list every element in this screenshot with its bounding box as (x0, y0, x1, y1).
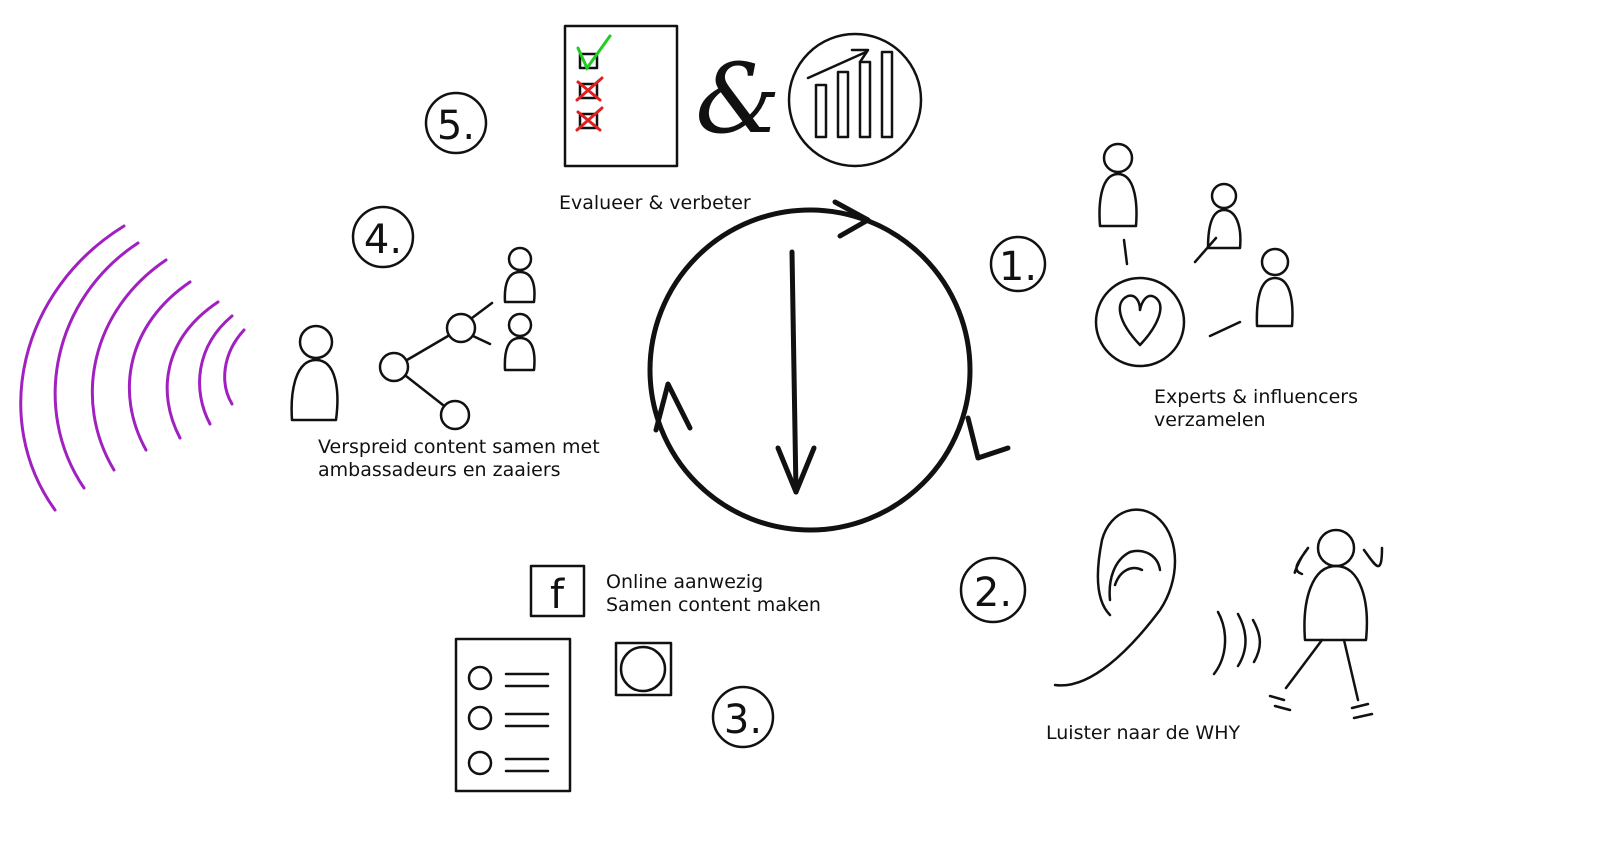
step-4-label-line-1: Verspreid content samen met (318, 436, 600, 458)
step-number-3: 3. (711, 685, 775, 749)
share-network-icon (378, 246, 536, 431)
step-2-label-line-1: Luister naar de WHY (1046, 722, 1241, 744)
step-number-3-text: 3. (724, 697, 762, 743)
step-number-2-text: 2. (974, 570, 1012, 616)
center-down-arrow-icon (775, 249, 817, 495)
cycle-arrow-top-icon (832, 199, 871, 239)
step-number-2: 2. (959, 556, 1027, 624)
people-network-icon (1094, 142, 1294, 368)
step-2-label: Luister naar de WHY (1046, 722, 1240, 745)
ampersand-icon: & (695, 43, 780, 155)
step-number-5: 5. (424, 91, 488, 155)
checklist-icon (563, 24, 679, 168)
step-number-1-text: 1. (999, 244, 1037, 290)
step-3-label-line-1: Online aanwezig (606, 571, 764, 593)
facebook-icon: f (529, 564, 586, 618)
cycle-arrow-left-icon (653, 381, 693, 433)
cycle-arrow-right-icon (965, 415, 1011, 461)
cycle-circle (647, 207, 973, 533)
svg-text:f: f (550, 572, 565, 618)
step-1-label: Experts & influencers verzamelen (1154, 386, 1358, 432)
step-4-label: Verspreid content samen met ambassadeurs… (318, 436, 600, 482)
step-number-4-text: 4. (364, 217, 402, 263)
step-1-label-line-1: Experts & influencers (1154, 386, 1358, 408)
heart-icon (1118, 294, 1162, 347)
growth-chart-icon (787, 32, 923, 168)
sound-waves-icon (1212, 610, 1262, 676)
svg-text:&: & (695, 43, 780, 155)
step-number-5-text: 5. (437, 103, 475, 149)
content-list-icon (454, 637, 572, 793)
cross-mark-icon (575, 106, 604, 132)
step-4-label-line-2: ambassadeurs en zaaiers (318, 459, 561, 481)
camera-icon (614, 641, 673, 697)
step-1-label-line-2: verzamelen (1154, 409, 1266, 431)
heart-circle (1094, 276, 1186, 368)
step-5-label-line-1: Evalueer & verbeter (559, 192, 751, 214)
ear-icon (1053, 508, 1177, 687)
step-number-1: 1. (989, 235, 1047, 293)
step-number-4: 4. (351, 205, 415, 269)
broadcast-waves-icon (19, 224, 246, 512)
ambassador-person-icon (290, 324, 339, 422)
step-5-label: Evalueer & verbeter (559, 192, 751, 215)
check-mark-icon (576, 34, 612, 71)
walking-person-icon (1268, 528, 1384, 720)
step-3-label-line-2: Samen content maken (606, 594, 821, 616)
cross-mark-icon (575, 76, 604, 102)
step-3-label: Online aanwezig Samen content maken (606, 571, 821, 617)
